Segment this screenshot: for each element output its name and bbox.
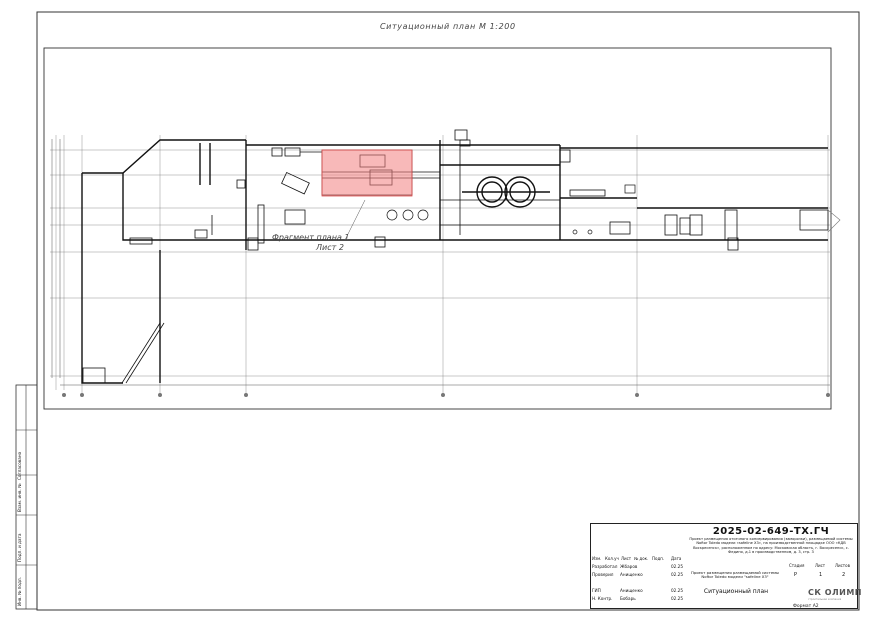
stage-value: Р bbox=[794, 572, 798, 578]
row-date: 02.25 bbox=[671, 572, 683, 577]
header-stage: Стадия bbox=[789, 563, 805, 568]
header-podp: Подп. bbox=[652, 556, 665, 561]
header-kol: Кол.уч bbox=[605, 556, 619, 561]
building-details bbox=[82, 129, 829, 384]
row-name: Анищенко bbox=[620, 572, 643, 577]
row-role: Проверил bbox=[592, 572, 614, 577]
header-data: Дата bbox=[671, 556, 682, 561]
project-description: Проект размещения отсечного консервирова… bbox=[689, 537, 853, 555]
row-role: Разработал bbox=[592, 564, 618, 569]
row-role: ГИП bbox=[592, 588, 601, 593]
header-list: Лист bbox=[621, 556, 632, 561]
drawing-title: Ситуационный план М 1:200 bbox=[380, 22, 516, 31]
header-izm: Изм. bbox=[592, 556, 602, 561]
header-sheet: Лист bbox=[815, 563, 826, 568]
row-role: Н. Контр. bbox=[592, 596, 613, 601]
row-date: 02.25 bbox=[671, 588, 683, 593]
row-name: Бобарь bbox=[620, 596, 636, 601]
header-ndok: № док. bbox=[634, 556, 649, 561]
side-label-replace-inv: Взам. инв. № bbox=[17, 483, 22, 512]
fragment-highlight bbox=[321, 149, 413, 197]
plan-viewport bbox=[43, 47, 832, 410]
axis-markers bbox=[62, 393, 830, 397]
side-label-agreed: Согласовано bbox=[17, 451, 22, 480]
dimension-lines bbox=[51, 139, 830, 386]
sheet-format: Формат А2 bbox=[793, 604, 819, 609]
sheet-description: Проект размещения размещаемой системы No… bbox=[690, 570, 780, 580]
document-code: 2025-02-649-ТХ.ГЧ bbox=[712, 526, 830, 537]
plan-name: Ситуационный план bbox=[703, 588, 769, 595]
building-walls bbox=[81, 139, 828, 384]
spiral-conveyor bbox=[462, 176, 550, 208]
header-sheets: Листов bbox=[835, 563, 850, 568]
side-stamp-frame bbox=[15, 384, 38, 610]
row-date: 02.25 bbox=[671, 596, 683, 601]
side-label-sign-date: Подп. и дата bbox=[17, 533, 22, 562]
break-marker bbox=[827, 209, 841, 233]
company-logo-text: СК ОЛИМП bbox=[808, 588, 862, 597]
sheet-frame bbox=[36, 11, 860, 611]
row-name: Анищенко bbox=[620, 588, 643, 593]
row-name: Жбаров bbox=[620, 564, 638, 569]
row-date: 02.25 bbox=[671, 564, 683, 569]
side-label-inv-orig: Инв. № подл. bbox=[17, 577, 22, 606]
title-stamp bbox=[590, 523, 858, 609]
company-logo-subtitle: строительная компания bbox=[808, 598, 842, 601]
sheets-value: 2 bbox=[842, 572, 846, 578]
fragment-sheet-label: Лист 2 bbox=[316, 243, 344, 252]
fragment-leader bbox=[344, 199, 366, 241]
sheet-value: 1 bbox=[819, 572, 823, 578]
equipment-items bbox=[386, 184, 636, 235]
fragment-label: Фрагмент плана 1 bbox=[272, 233, 350, 242]
